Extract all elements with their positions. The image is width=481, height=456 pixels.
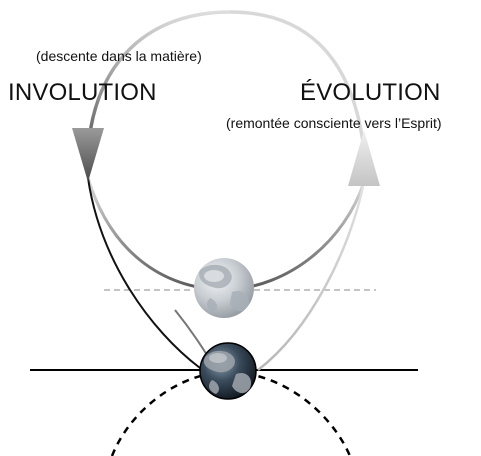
evolution-label: ÉVOLUTION — [300, 79, 441, 106]
involution-arrow-icon — [72, 128, 104, 182]
earth-globe-faded-icon — [194, 258, 254, 318]
involution-descent-curve — [87, 177, 201, 369]
evolution-arrow-icon — [348, 130, 380, 186]
evolution-ascent-curve — [257, 181, 366, 371]
cycle-arc-left — [86, 10, 231, 151]
earth-globe-dark-icon — [199, 342, 257, 400]
involution-label: INVOLUTION — [8, 79, 157, 106]
involution-caption: (descente dans la matière) — [36, 48, 202, 64]
cycle-arc-right — [229, 10, 366, 151]
evolution-caption: (remontée consciente vers l’Esprit) — [226, 115, 442, 131]
